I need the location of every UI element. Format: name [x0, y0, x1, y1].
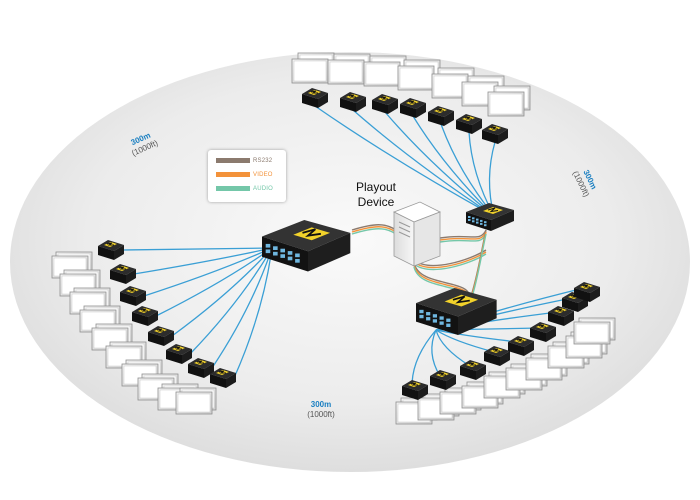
- display-monitor: [397, 65, 435, 91]
- receiver-unit: [110, 264, 136, 284]
- audio-swatch: [216, 186, 250, 191]
- cat5-cable: [133, 247, 273, 275]
- cat5-cable: [384, 111, 495, 217]
- cat5-cable: [233, 247, 273, 379]
- playout-line2: Device: [357, 195, 395, 209]
- receiver-unit: [484, 346, 510, 366]
- cat5-cable: [155, 247, 273, 317]
- rs232-swatch: [216, 158, 250, 163]
- receiver-unit: [148, 326, 174, 346]
- receiver-unit: [188, 358, 214, 378]
- av-link-cable: [351, 226, 397, 233]
- video-swatch: [216, 172, 250, 177]
- receiver-unit: [302, 88, 328, 108]
- receiver-unit: [132, 306, 158, 326]
- cable-legend: RS232 VIDEO AUDIO: [208, 150, 286, 202]
- receiver-unit: [548, 306, 574, 326]
- legend-label: VIDEO: [253, 172, 273, 178]
- distance-feet: (1000ft): [307, 410, 335, 419]
- receiver-unit: [456, 114, 482, 134]
- receiver-unit: [166, 344, 192, 364]
- legend-item-video: VIDEO: [216, 170, 282, 180]
- distance-label-bottom: 300m (1000ft): [296, 400, 346, 420]
- av-link-cable: [351, 224, 397, 231]
- legend-item-rs232: RS232: [216, 156, 282, 166]
- receiver-unit: [460, 360, 486, 380]
- coverage-ellipse: [10, 52, 690, 472]
- cat5-cable: [171, 247, 273, 337]
- playout-device-label: Playout Device: [346, 180, 406, 210]
- display-monitor: [363, 61, 401, 87]
- cat5-cable: [211, 247, 273, 369]
- receiver-unit: [482, 124, 508, 144]
- receiver-unit: [400, 98, 426, 118]
- transmitter-hub: [466, 203, 514, 231]
- playout-device-tower: [393, 201, 441, 267]
- receiver-unit: [210, 368, 236, 388]
- receiver-unit: [530, 322, 556, 342]
- transmitter-hub: [262, 220, 351, 272]
- cat5-cable: [435, 329, 519, 343]
- receiver-unit: [372, 94, 398, 114]
- av-link-cable: [351, 228, 397, 235]
- receiver-unit: [402, 380, 428, 400]
- receiver-unit: [430, 370, 456, 390]
- distance-meters: 300m: [310, 400, 332, 409]
- display-monitor: [175, 391, 213, 415]
- receiver-unit: [120, 286, 146, 306]
- receiver-unit: [574, 282, 600, 302]
- cat5-cable: [314, 105, 495, 217]
- playout-line1: Playout: [355, 180, 397, 194]
- display-monitor: [573, 321, 611, 345]
- display-monitor: [327, 59, 365, 85]
- receiver-unit: [508, 336, 534, 356]
- transmitter-hub: [416, 288, 497, 336]
- legend-label: RS232: [253, 158, 273, 164]
- legend-item-audio: AUDIO: [216, 184, 282, 194]
- cat5-cable: [121, 247, 273, 251]
- legend-label: AUDIO: [253, 186, 274, 192]
- cat5-cable: [352, 109, 495, 217]
- receiver-unit: [98, 240, 124, 260]
- av-link-cable: [439, 229, 487, 239]
- receiver-unit: [428, 106, 454, 126]
- cat5-cable: [412, 115, 495, 217]
- display-monitor: [487, 91, 525, 117]
- display-monitor: [291, 58, 329, 84]
- receiver-unit: [340, 92, 366, 112]
- cat5-cable: [143, 247, 273, 297]
- av-link-cable: [471, 233, 487, 298]
- cat5-cable: [189, 247, 273, 355]
